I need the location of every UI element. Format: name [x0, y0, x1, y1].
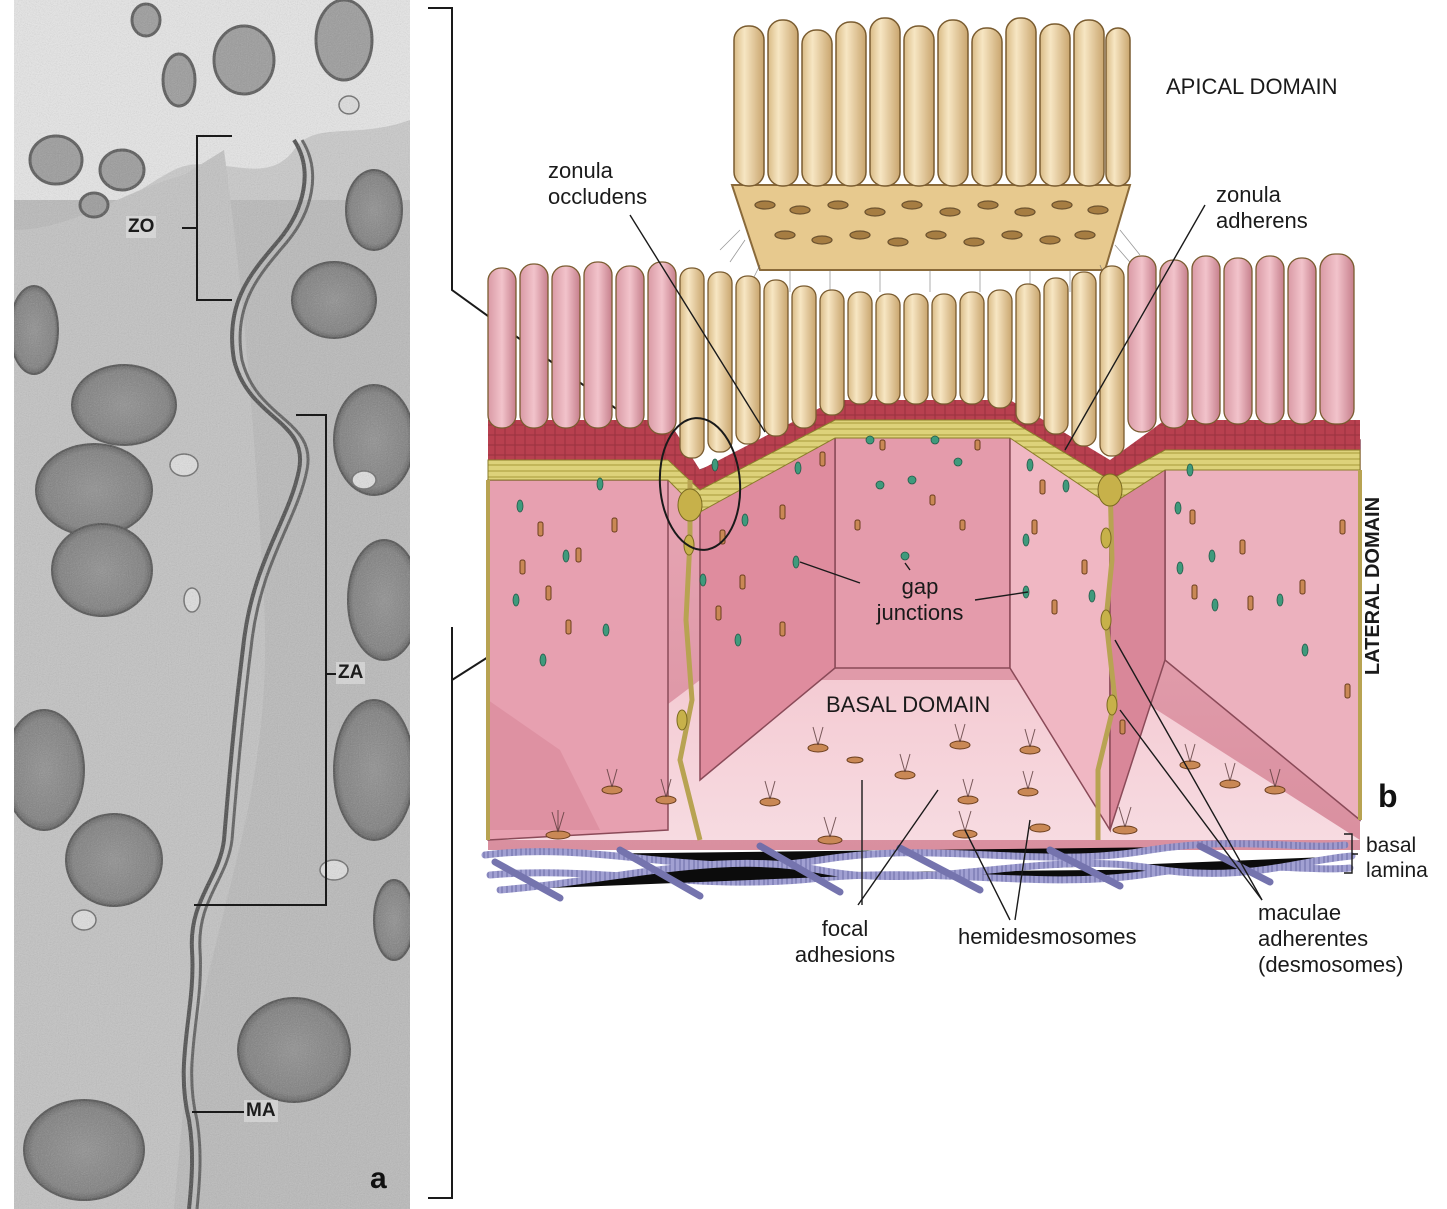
label-basal-lamina-line1: basal [1366, 834, 1428, 859]
label-maculae-adherentes-line2: adherentes [1258, 926, 1403, 952]
label-gap-junctions-line1: gap [870, 574, 970, 600]
label-basal-domain: BASAL DOMAIN [826, 692, 990, 718]
label-basal-lamina: basal lamina [1366, 834, 1428, 884]
panel-letter-b: b [1378, 778, 1398, 815]
label-zonula-occludens-line2: occludens [548, 184, 647, 210]
label-zonula-adherens-line2: adherens [1216, 208, 1308, 234]
label-maculae-adherentes-line3: (desmosomes) [1258, 952, 1403, 978]
label-focal-adhesions-line2: adhesions [786, 942, 904, 968]
label-lateral-domain-wrap: LATERAL DOMAIN [1362, 496, 1392, 696]
label-gap-junctions-line2: junctions [870, 600, 970, 626]
label-zonula-occludens-line1: zonula [548, 158, 647, 184]
label-hemidesmosomes: hemidesmosomes [958, 924, 1137, 950]
label-lateral-domain: LATERAL DOMAIN [1362, 486, 1386, 686]
label-zonula-adherens: zonula adherens [1216, 182, 1308, 234]
label-focal-adhesions: focal adhesions [786, 916, 904, 968]
label-zonula-occludens: zonula occludens [548, 158, 647, 210]
label-maculae-adherentes: maculae adherentes (desmosomes) [1258, 900, 1403, 978]
label-focal-adhesions-line1: focal [786, 916, 904, 942]
label-apical-domain: APICAL DOMAIN [1166, 74, 1338, 100]
label-gap-junctions: gap junctions [870, 574, 970, 626]
apical-block [720, 18, 1140, 292]
label-basal-lamina-line2: lamina [1366, 859, 1428, 884]
label-maculae-adherentes-line1: maculae [1258, 900, 1403, 926]
label-zonula-adherens-line1: zonula [1216, 182, 1308, 208]
